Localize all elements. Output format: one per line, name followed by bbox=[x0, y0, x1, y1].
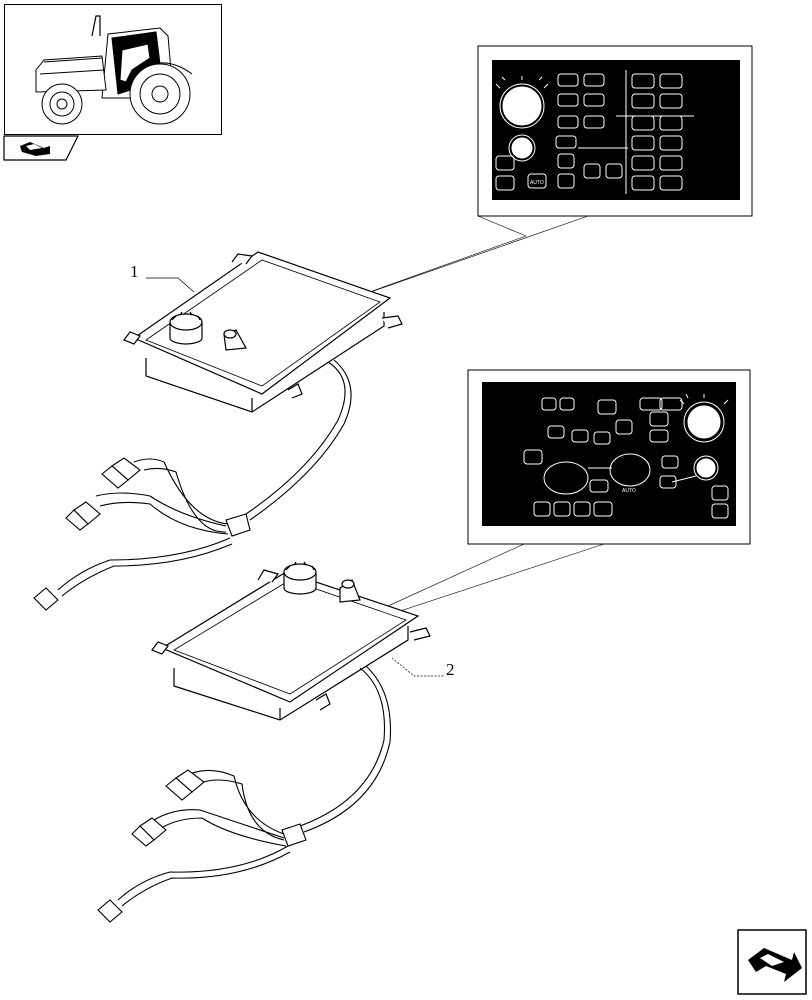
control-panel-1-graphics bbox=[495, 70, 694, 194]
callout-2-leader bbox=[391, 657, 444, 677]
arrow-section-icon bbox=[3, 135, 79, 161]
callout-1-leader bbox=[146, 277, 195, 293]
control-panel-2-graphics bbox=[523, 393, 729, 519]
next-page-arrow-icon bbox=[737, 929, 807, 995]
control-unit-1 bbox=[123, 251, 403, 413]
tractor-cab-location-icon bbox=[35, 15, 193, 125]
cable-harness-1 bbox=[33, 359, 352, 611]
auto-label-1: AUTO bbox=[530, 180, 544, 186]
cable-harness-2 bbox=[97, 665, 392, 923]
auto-label-2: AUTO bbox=[622, 488, 636, 494]
detail-frame-1 bbox=[477, 45, 753, 217]
detail-frame-2 bbox=[467, 369, 751, 545]
control-unit-2 bbox=[151, 561, 431, 721]
thumbnail-frame bbox=[4, 4, 222, 135]
callout-1: 1 bbox=[130, 262, 139, 281]
callout-2: 2 bbox=[446, 660, 455, 679]
